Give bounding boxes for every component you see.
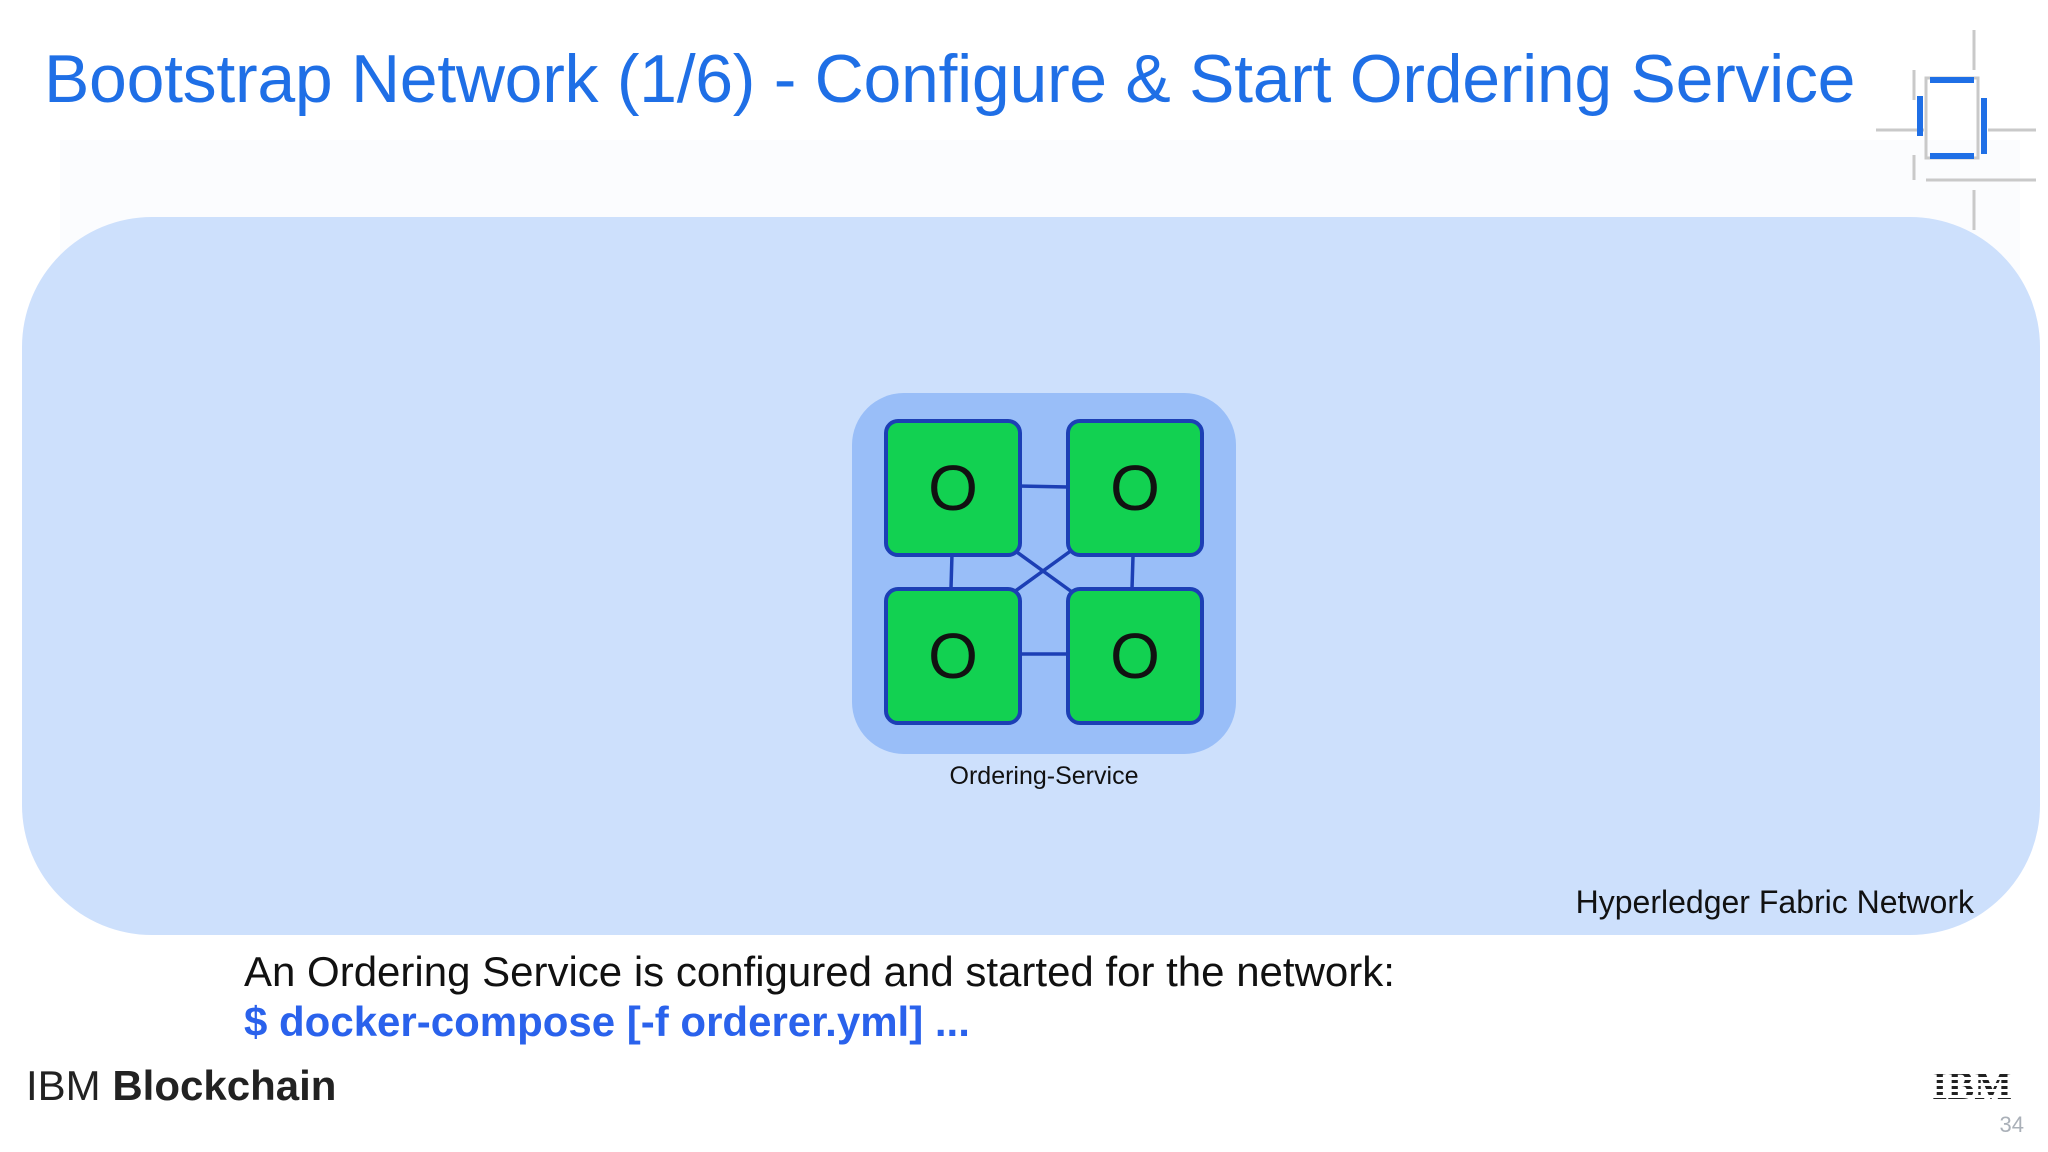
orderer-node: O — [1066, 419, 1204, 557]
page-number: 34 — [1999, 1112, 2024, 1137]
brand-prefix: IBM — [26, 1062, 101, 1109]
orderer-node: O — [1066, 587, 1204, 725]
link-left — [949, 552, 954, 590]
link-top — [1016, 484, 1070, 489]
caption-text: An Ordering Service is configured and st… — [244, 948, 1395, 995]
ordering-service-label: Ordering-Service — [949, 762, 1139, 790]
corner-decoration-icon — [1876, 30, 2036, 230]
ibm-logo-text: IBM — [1932, 1068, 2012, 1102]
orderer-node: O — [884, 419, 1022, 557]
brand-name: Blockchain — [112, 1062, 337, 1109]
docker-command: $ docker-compose [-f orderer.yml] ... — [244, 998, 970, 1045]
ibm-logo-icon: IBM — [1932, 1068, 2012, 1102]
brand-wordmark: IBM Blockchain — [26, 1062, 336, 1110]
network-label: Hyperledger Fabric Network — [1575, 884, 1974, 920]
slide-title: Bootstrap Network (1/6) - Configure & St… — [44, 41, 1856, 117]
orderer-node: O — [884, 587, 1022, 725]
link-diagonal-b — [1012, 548, 1074, 594]
link-right — [1130, 554, 1135, 591]
